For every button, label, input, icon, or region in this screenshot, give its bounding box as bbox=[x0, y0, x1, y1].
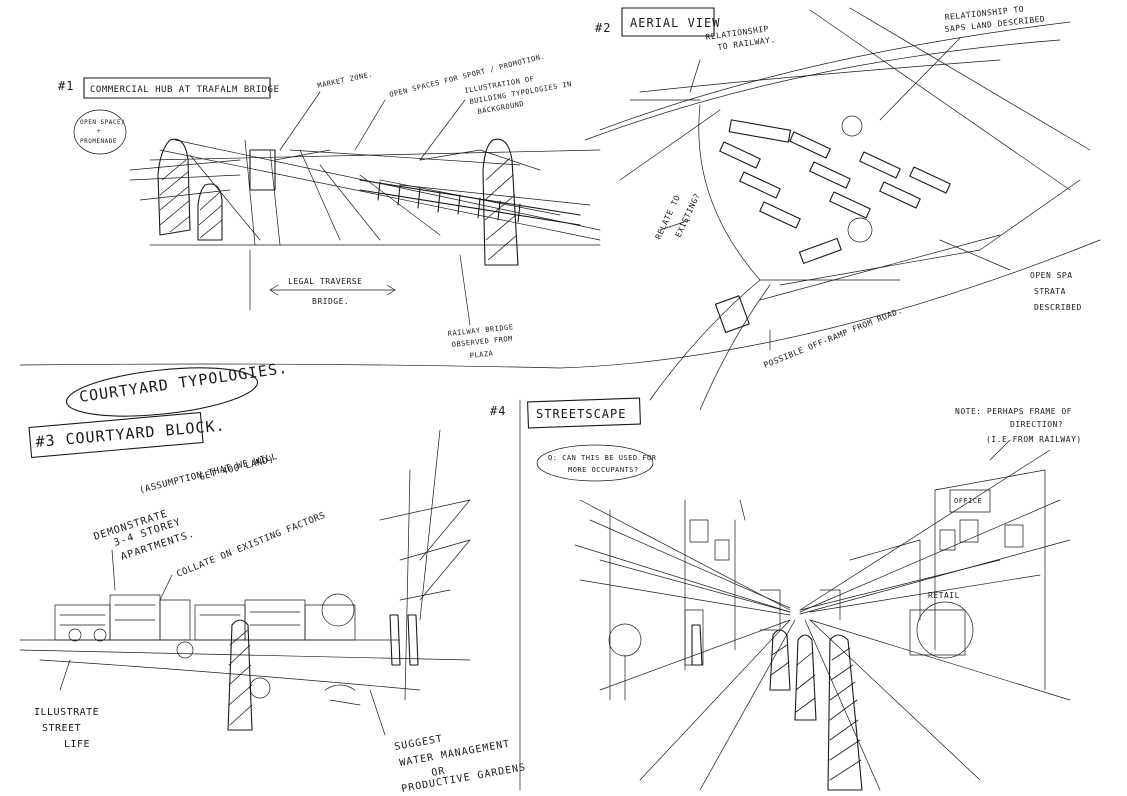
aerial-blocks bbox=[714, 119, 951, 334]
aerial-open-note-3: described bbox=[1034, 303, 1082, 312]
streetscape-question-2: more occupants? bbox=[568, 466, 639, 474]
open-space-bubble-line-2: + bbox=[97, 128, 101, 135]
sketch-1-title: Commercial Hub at Trafalm Bridge bbox=[90, 85, 279, 95]
frame-note-1: Note: Perhaps frame of bbox=[955, 407, 1072, 416]
streetscape-question-bubble bbox=[536, 444, 654, 482]
water-note-4: productive gardens bbox=[401, 762, 527, 795]
market-zone-note: Market zone. bbox=[317, 70, 374, 90]
frame-note-2: direction? bbox=[1010, 420, 1063, 429]
sketch-4-number: #4 bbox=[490, 404, 506, 418]
sketch-1-commercial-hub: #1 Commercial Hub at Trafalm Bridge Open… bbox=[58, 52, 601, 360]
streetscape-office-sign: Office bbox=[954, 497, 982, 505]
streetscape-perspective bbox=[574, 449, 1071, 791]
illustrate-note-3: life bbox=[64, 739, 90, 750]
open-space-bubble-line-1: Open space/ bbox=[80, 119, 125, 126]
streetscape-question-1: Q: Can this be used for bbox=[548, 454, 657, 462]
illustrate-note-2: street bbox=[42, 723, 81, 734]
sketch-2-title-box bbox=[621, 7, 715, 37]
courtyard-header-bubble bbox=[65, 367, 259, 417]
streetscape-figures bbox=[691, 624, 863, 791]
sketch-1-figures bbox=[157, 138, 519, 266]
sketch-1-title-box bbox=[83, 77, 271, 99]
sketch-4-title-box bbox=[527, 397, 641, 429]
aerial-site-lines bbox=[584, 7, 1091, 411]
streetscape-sign: Retail bbox=[928, 591, 960, 600]
sketch-3-courtyard-block: Courtyard typologies. #3 Courtyard block… bbox=[19, 359, 527, 795]
open-space-bubble bbox=[73, 109, 127, 155]
illustrate-note-1: Illustrate bbox=[34, 707, 99, 718]
railway-note-2: observed from bbox=[451, 335, 513, 349]
traverse-note-2: bridge. bbox=[312, 297, 349, 306]
water-note-1: Suggest bbox=[394, 734, 444, 753]
sketch-2-title: Aerial View bbox=[630, 16, 720, 30]
water-note-3: or bbox=[431, 766, 447, 779]
aerial-open-note-2: strata bbox=[1034, 287, 1066, 296]
sketch-4-title: Streetscape bbox=[536, 407, 626, 421]
sketch-2-number: #2 bbox=[595, 21, 611, 35]
existing-factors-note: Collate on existing factors bbox=[175, 511, 327, 580]
aerial-ramp-note: Possible off-ramp from road. bbox=[762, 306, 903, 370]
aerial-open-note-1: Open spa bbox=[1030, 271, 1073, 280]
sketch-3-figures bbox=[227, 614, 419, 731]
frame-note-3: (i.e from Railway) bbox=[986, 435, 1082, 444]
sketch-3-title: #3 Courtyard block. bbox=[35, 416, 226, 451]
sketch-4-streetscape: #4 Streetscape Q: Can this be used for m… bbox=[490, 397, 1082, 791]
railway-note-3: plaza bbox=[469, 350, 494, 360]
sketch-1-railway bbox=[249, 149, 581, 226]
sketch-1-number: #1 bbox=[58, 79, 74, 93]
sheet-dividers bbox=[19, 239, 1101, 791]
open-space-bubble-line-3: Promenade bbox=[80, 138, 117, 145]
sketch-3-street-scene bbox=[19, 429, 471, 706]
sketch-2-aerial-view: #2 Aerial View bbox=[584, 5, 1091, 411]
sketch-3-title-box bbox=[28, 412, 204, 458]
traverse-note-1: Legal traverse bbox=[288, 277, 362, 286]
